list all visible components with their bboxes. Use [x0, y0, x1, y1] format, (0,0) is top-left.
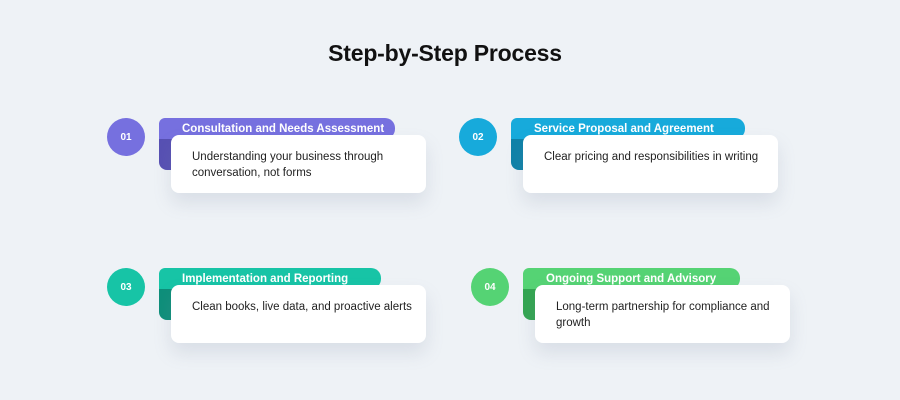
step-title: Consultation and Needs Assessment	[159, 118, 395, 139]
process-step-4: 04 Ongoing Support and Advisory Long-ter…	[471, 268, 811, 358]
step-number-badge: 01	[107, 118, 145, 156]
process-step-2: 02 Service Proposal and Agreement Clear …	[459, 118, 799, 208]
step-description-card: Long-term partnership for compliance and…	[535, 285, 790, 343]
process-step-3: 03 Implementation and Reporting Clean bo…	[107, 268, 447, 358]
process-step-1: 01 Consultation and Needs Assessment Und…	[107, 118, 447, 208]
step-number-badge: 03	[107, 268, 145, 306]
step-title: Implementation and Reporting	[159, 268, 381, 289]
step-description: Clean books, live data, and proactive al…	[192, 301, 412, 313]
step-number-badge: 02	[459, 118, 497, 156]
step-number-badge: 04	[471, 268, 509, 306]
step-description-card: Understanding your business through conv…	[171, 135, 426, 193]
step-description-card: Clean books, live data, and proactive al…	[171, 285, 426, 343]
step-description-card: Clear pricing and responsibilities in wr…	[523, 135, 778, 193]
step-description: Clear pricing and responsibilities in wr…	[544, 151, 759, 163]
step-description: Understanding your business through conv…	[192, 151, 384, 179]
step-title: Ongoing Support and Advisory	[523, 268, 740, 289]
page-title: Step-by-Step Process	[328, 40, 562, 66]
step-description: Long-term partnership for compliance and…	[556, 301, 770, 329]
step-title: Service Proposal and Agreement	[511, 118, 745, 139]
